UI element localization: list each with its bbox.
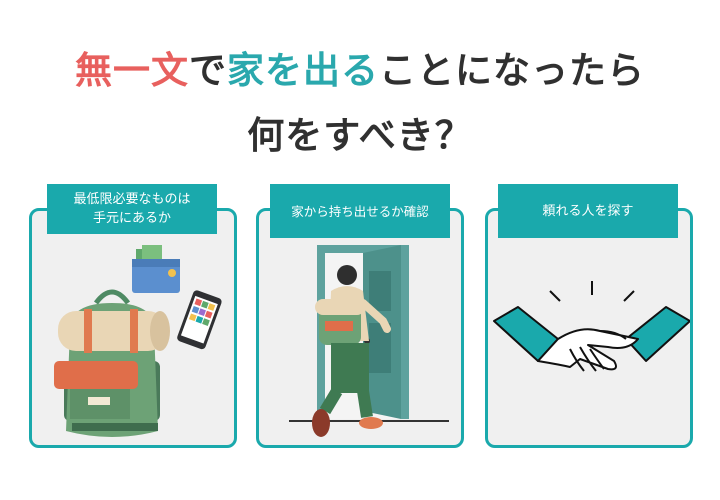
person-door-illustration — [289, 245, 449, 437]
headline-no-money: 無一文 — [75, 49, 189, 92]
card-take-out-label: 家から持ち出せるか確認 — [270, 184, 450, 238]
card-find-help — [485, 208, 693, 448]
card-essentials-label-line1: 最低限必要なものは — [73, 192, 191, 207]
person-icon — [312, 265, 391, 437]
card-essentials — [29, 208, 237, 448]
handshake-illustration — [493, 281, 690, 372]
headline-line-2: 何をすべき？ — [247, 114, 473, 157]
backpack-icon — [54, 289, 170, 437]
headline-ending: ことになったら — [379, 49, 645, 92]
wallet-icon — [132, 245, 180, 293]
headline-particle: で — [189, 49, 227, 92]
handshake-icon — [493, 281, 690, 372]
headline-line-1: 無一文で家を出ることになったら — [0, 47, 720, 95]
card-take-out — [256, 208, 464, 448]
card-essentials-label-line2: 手元にあるか — [92, 211, 171, 226]
card-find-help-label: 頼れる人を探す — [498, 184, 678, 238]
backpack-wallet-phone-illustration — [54, 245, 222, 437]
headline-leave-home: 家を出る — [227, 49, 379, 92]
card-essentials-label: 最低限必要なものは 手元にあるか — [47, 184, 217, 234]
smartphone-icon — [177, 290, 222, 350]
